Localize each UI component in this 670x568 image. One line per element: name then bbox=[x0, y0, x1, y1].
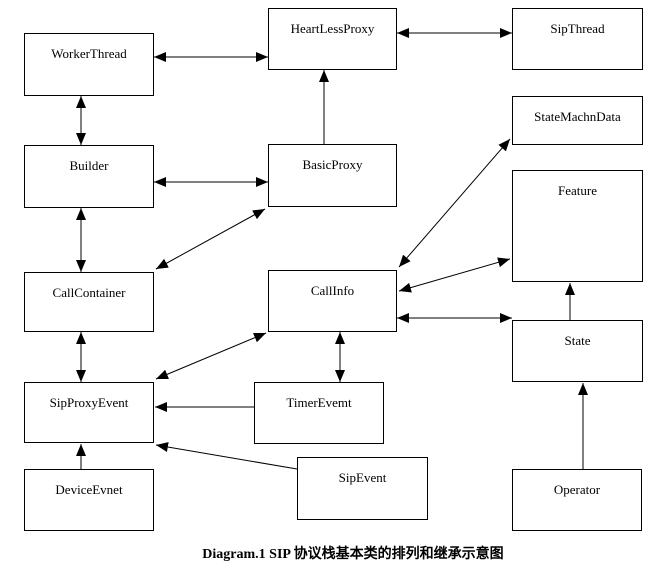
node-label: SipProxyEvent bbox=[49, 395, 129, 410]
edge-CallInfo-Feature bbox=[398, 257, 511, 293]
node-WorkerThread: WorkerThread bbox=[24, 33, 154, 96]
node-label: Operator bbox=[553, 482, 601, 497]
node-label: StateMachnData bbox=[534, 109, 621, 124]
node-label: SipThread bbox=[550, 21, 605, 36]
node-SipEvent: SipEvent bbox=[297, 457, 428, 520]
node-State: State bbox=[512, 320, 643, 382]
node-label: BasicProxy bbox=[302, 157, 363, 172]
node-Builder: Builder bbox=[24, 145, 154, 208]
node-label: Feature bbox=[558, 183, 597, 198]
node-label: CallInfo bbox=[310, 283, 355, 298]
edge-CallContainer-BasicProxy bbox=[155, 208, 266, 270]
node-label: WorkerThread bbox=[51, 46, 127, 61]
node-label: HeartLessProxy bbox=[290, 21, 375, 36]
node-Feature: Feature bbox=[512, 170, 643, 282]
diagram-caption: Diagram.1 SIP 协议栈基本类的排列和继承示意图 bbox=[202, 547, 504, 562]
node-label: Builder bbox=[69, 158, 109, 173]
node-SipThread: SipThread bbox=[512, 8, 643, 70]
node-label: SipEvent bbox=[338, 470, 387, 485]
node-CallInfo: CallInfo bbox=[268, 270, 397, 332]
node-SipProxyEvent: SipProxyEvent bbox=[24, 382, 154, 443]
edge-SipProxyEvent-CallInfo bbox=[155, 332, 267, 380]
node-label: TimerEvemt bbox=[286, 395, 352, 410]
node-BasicProxy: BasicProxy bbox=[268, 144, 397, 207]
node-StateMachnData: StateMachnData bbox=[512, 96, 643, 145]
node-label: State bbox=[564, 333, 591, 348]
node-TimerEvemt: TimerEvemt bbox=[254, 382, 384, 444]
node-HeartLessProxy: HeartLessProxy bbox=[268, 8, 397, 70]
edge-CallInfo-StateMachnData bbox=[398, 138, 511, 268]
node-label: DeviceEvnet bbox=[55, 482, 123, 497]
node-CallContainer: CallContainer bbox=[24, 272, 154, 332]
edge-SipEvent-SipProxyEvent bbox=[155, 442, 298, 470]
node-DeviceEvnet: DeviceEvnet bbox=[24, 469, 154, 531]
node-label: CallContainer bbox=[52, 285, 126, 300]
node-Operator: Operator bbox=[512, 469, 642, 531]
